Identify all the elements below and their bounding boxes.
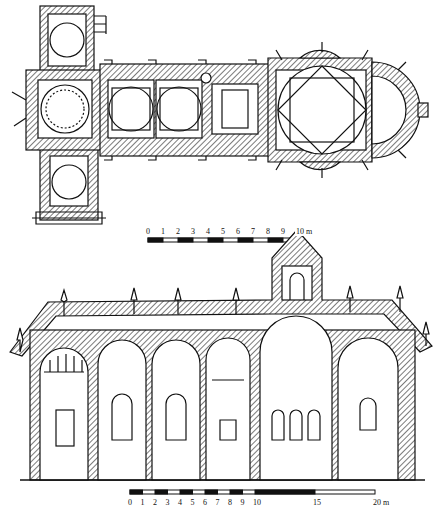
floor-plan <box>12 6 428 224</box>
scale-number: 7 <box>215 498 221 507</box>
scale-number: 3 <box>165 498 171 507</box>
scale-number: 10 m <box>295 227 313 236</box>
scale-number: 8 <box>227 498 233 507</box>
scale-number: 5 <box>220 227 226 236</box>
longitudinal-section <box>10 230 432 480</box>
scale-number: 9 <box>280 227 286 236</box>
scale-number: 2 <box>175 227 181 236</box>
scale-number: 6 <box>202 498 208 507</box>
scale-bar <box>148 238 298 242</box>
scale-number: 1 <box>140 498 146 507</box>
scale-bar <box>130 490 375 494</box>
scale-number: 20 m <box>372 498 390 507</box>
scale-number: 15 <box>312 498 322 507</box>
scale-number: 4 <box>205 227 211 236</box>
scale-number: 0 <box>145 227 151 236</box>
scale-number: 9 <box>240 498 246 507</box>
scale-number: 2 <box>152 498 158 507</box>
scale-number: 6 <box>235 227 241 236</box>
scale-number: 0 <box>127 498 133 507</box>
scale-number: 1 <box>160 227 166 236</box>
scale-number: 4 <box>177 498 183 507</box>
scale-number: 8 <box>265 227 271 236</box>
scale-number: 5 <box>190 498 196 507</box>
scale-number: 3 <box>190 227 196 236</box>
scale-number: 7 <box>250 227 256 236</box>
scale-number: 10 <box>252 498 262 507</box>
